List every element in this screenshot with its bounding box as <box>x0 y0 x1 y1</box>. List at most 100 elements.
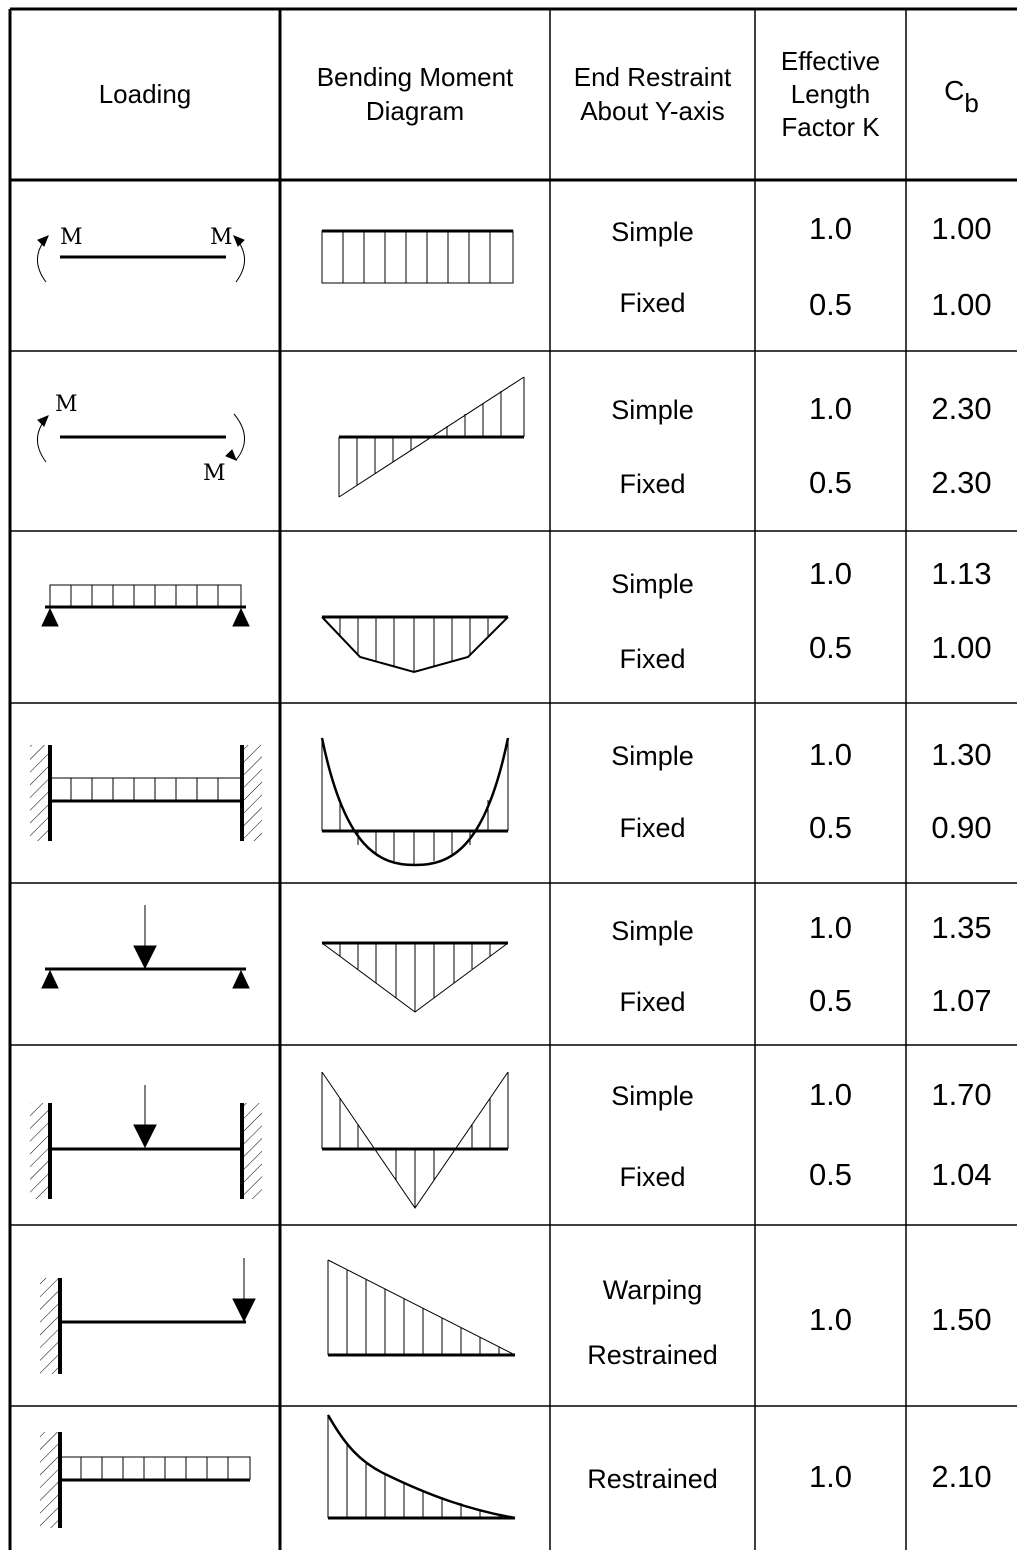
loading-r3 <box>41 584 250 627</box>
restraint-r5-b: Fixed <box>619 986 686 1017</box>
bmd-hatch <box>339 617 489 672</box>
k-r2-a: 1.0 <box>808 391 853 426</box>
bmd-r8 <box>326 1414 516 1520</box>
header-k: Effective Length Factor K <box>755 9 906 180</box>
pin-support-right <box>232 607 250 627</box>
header-bmd-line1: Bending Moment <box>316 62 514 93</box>
wall-right <box>244 1103 262 1199</box>
restraint-r4-a: Simple <box>611 740 694 771</box>
cb-r3-b: 1.00 <box>931 630 992 665</box>
header-loading: Loading <box>10 9 280 180</box>
k-r8: 1.0 <box>808 1459 853 1494</box>
wall-left <box>30 745 48 841</box>
k-r1-b: 0.5 <box>808 287 853 322</box>
restraint-r3-b: Fixed <box>619 643 686 674</box>
bmd-r2 <box>338 376 525 498</box>
header-cb: Cb <box>906 9 1017 180</box>
cb-r2-a: 2.30 <box>931 391 992 426</box>
cb-r7: 1.50 <box>931 1302 992 1337</box>
restraint-r4-b: Fixed <box>619 812 686 843</box>
cb-r4-a: 1.30 <box>931 737 992 772</box>
bmd-r5 <box>321 941 509 1013</box>
header-cb-subscript: b <box>964 87 979 118</box>
loading-r8 <box>40 1432 251 1528</box>
bmd-hatch <box>339 800 489 865</box>
cb-r6-b: 1.04 <box>931 1157 992 1192</box>
moment-arc-right <box>233 413 245 461</box>
arrow-head <box>37 235 49 247</box>
bmd-r1 <box>321 229 514 284</box>
k-r4-a: 1.0 <box>808 737 853 772</box>
wall-left <box>40 1432 58 1528</box>
k-r3-b: 0.5 <box>808 630 853 665</box>
pin-support-left <box>41 607 59 627</box>
cb-r1-b: 1.00 <box>931 287 992 322</box>
bmd-hatch <box>339 943 491 1012</box>
restraint-r5-a: Simple <box>611 915 694 946</box>
restraint-r2-a: Simple <box>611 394 694 425</box>
k-r7: 1.0 <box>808 1302 853 1337</box>
bmd-hatch <box>346 1270 500 1355</box>
header-loading-text: Loading <box>98 78 192 109</box>
k-r4-b: 0.5 <box>808 810 853 845</box>
udl-hatch <box>80 1457 229 1479</box>
bmd-r3 <box>321 615 509 674</box>
cb-r3-a: 1.13 <box>931 556 992 591</box>
bmd-rect <box>321 230 514 284</box>
bmd-hatch <box>346 1444 500 1518</box>
udl-hatch <box>70 585 219 607</box>
wall-left <box>40 1278 58 1374</box>
restraint-r2-b: Fixed <box>619 468 686 499</box>
restraint-r6-b: Fixed <box>619 1161 686 1192</box>
bmd-hatch <box>339 1098 491 1208</box>
restraint-r1-b: Fixed <box>619 287 686 318</box>
restraint-r8: Restrained <box>587 1463 718 1494</box>
loading-r7 <box>40 1258 256 1374</box>
cb-r8: 2.10 <box>931 1459 992 1494</box>
bmd-hatch <box>356 391 502 485</box>
header-restraint: End Restraint About Y-axis <box>550 9 755 180</box>
cb-r2-b: 2.30 <box>931 465 992 500</box>
cb-r6-a: 1.70 <box>931 1077 992 1112</box>
udl-block <box>49 584 242 608</box>
k-r6-b: 0.5 <box>808 1157 853 1192</box>
wall-right <box>244 745 262 841</box>
restraint-r1-a: Simple <box>611 216 694 247</box>
header-bmd: Bending Moment Diagram <box>280 9 550 180</box>
loading-r5 <box>41 905 250 989</box>
cb-r1-a: 1.00 <box>931 211 992 246</box>
loading-r6 <box>30 1085 262 1199</box>
cb-r4-b: 0.90 <box>931 810 992 845</box>
k-r2-b: 0.5 <box>808 465 853 500</box>
header-restraint-line2: About Y-axis <box>580 95 725 126</box>
header-cb-symbol: C <box>944 74 965 106</box>
moment-label-left: M <box>60 225 83 250</box>
restraint-r6-a: Simple <box>611 1080 694 1111</box>
pin-support-right <box>232 969 250 989</box>
header-k-line2: Length <box>790 78 871 109</box>
k-r1-a: 1.0 <box>808 211 853 246</box>
arrow-head <box>233 235 245 247</box>
load-arrow-head <box>133 945 157 970</box>
k-r5-a: 1.0 <box>808 910 853 945</box>
wall-left <box>30 1103 48 1199</box>
k-r5-b: 0.5 <box>808 983 853 1018</box>
moment-label-left: M <box>55 392 78 417</box>
k-r3-a: 1.0 <box>808 556 853 591</box>
cb-r5-a: 1.35 <box>931 910 992 945</box>
moment-label-right: M <box>203 461 226 486</box>
udl-hatch <box>70 778 219 800</box>
bmd-r6 <box>321 1071 509 1209</box>
cb-r5-b: 1.07 <box>931 983 992 1018</box>
loading-r2: M M <box>37 392 245 486</box>
bmd-r4 <box>320 737 510 867</box>
header-k-line3: Factor K <box>781 112 880 143</box>
bmd-hatch <box>342 231 491 283</box>
moment-label-right: M <box>210 225 233 250</box>
pin-support-left <box>41 969 59 989</box>
header-bmd-line2: Diagram <box>365 95 465 126</box>
header-k-line1: Effective <box>780 45 881 76</box>
